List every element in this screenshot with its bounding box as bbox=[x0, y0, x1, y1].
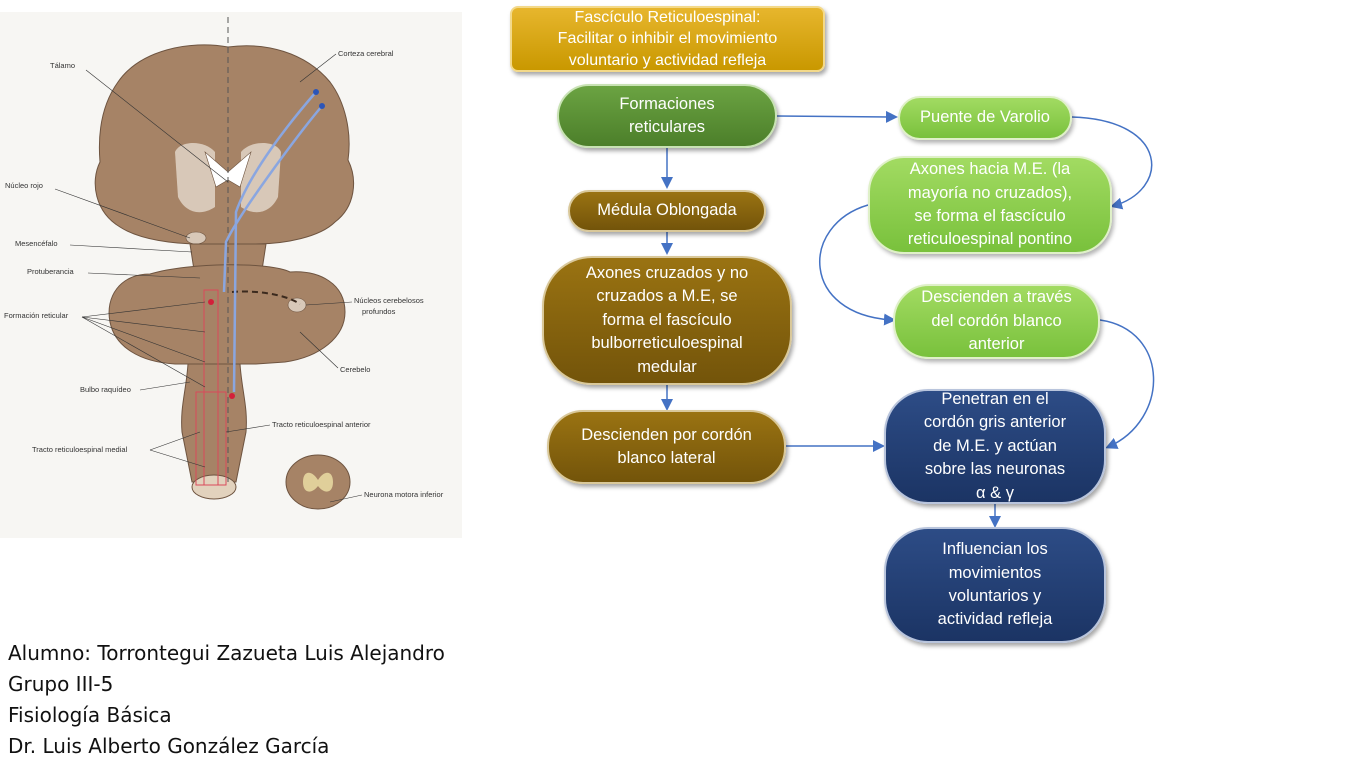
leader-line bbox=[299, 53, 337, 83]
materia-text: Fisiología Básica bbox=[8, 703, 172, 727]
cortical-tract-2 bbox=[222, 105, 323, 293]
medulla-cord-shape bbox=[181, 363, 247, 483]
label-neurona-motora: Neurona motora inferior bbox=[364, 490, 444, 499]
label-nucleos-profundos: profundos bbox=[362, 307, 396, 316]
neuron-dot bbox=[208, 299, 214, 305]
leader-line bbox=[69, 244, 193, 253]
label-cerebelo: Cerebelo bbox=[340, 365, 370, 374]
thalamus-shape bbox=[175, 143, 215, 213]
leader-line bbox=[139, 381, 191, 391]
descienden-lateral-box: Descienden por cordón blanco lateral bbox=[547, 410, 786, 484]
leader-line bbox=[329, 494, 363, 503]
leader-line bbox=[305, 301, 353, 306]
influencian-box: Influencian los movimientos voluntarios … bbox=[884, 527, 1106, 643]
thalamus-shape-right bbox=[241, 143, 281, 213]
leader-line bbox=[81, 316, 206, 363]
label-corteza: Corteza cerebral bbox=[338, 49, 394, 58]
cerebellar-dash bbox=[231, 290, 301, 305]
descienden-anterior-box: Descienden a través del cordón blanco an… bbox=[893, 284, 1100, 359]
label-bulbo: Bulbo raquídeo bbox=[80, 385, 131, 394]
label-mesencefalo: Mesencéfalo bbox=[15, 239, 58, 248]
neuron-dot bbox=[319, 103, 325, 109]
leader-line bbox=[149, 431, 201, 451]
puente-varolio-box: Puente de Varolio bbox=[898, 96, 1072, 140]
alumno-text: Alumno: Torrontegui Zazueta Luis Alejand… bbox=[8, 641, 445, 665]
axones-cruzados-box: Axones cruzados y no cruzados a M.E, se … bbox=[542, 256, 792, 385]
label-tracto-anterior: Tracto reticuloespinal anterior bbox=[272, 420, 371, 429]
leader-line bbox=[81, 316, 206, 333]
leader-line bbox=[225, 424, 271, 433]
label-protuberancia: Protuberancia bbox=[27, 267, 75, 276]
leader-line bbox=[54, 188, 191, 239]
arrow-anterior-penetran bbox=[1099, 319, 1155, 449]
pons-cerebellum-shape bbox=[108, 264, 346, 365]
neuron-dot bbox=[313, 89, 319, 95]
leader-line bbox=[299, 331, 339, 369]
brain-spinal-cord-diagram: Tálamo Corteza cerebral Núcleo rojo Mese… bbox=[4, 17, 444, 510]
neuron-dot bbox=[229, 393, 235, 399]
cerebrum-shape bbox=[94, 44, 355, 245]
leader-line bbox=[85, 69, 229, 183]
tract-anterior bbox=[195, 391, 227, 486]
profesor-text: Dr. Luis Alberto González García bbox=[8, 734, 330, 758]
grupo-text: Grupo III-5 bbox=[8, 672, 114, 696]
leader-line bbox=[87, 272, 201, 279]
anatomy-figure: Tálamo Corteza cerebral Núcleo rojo Mese… bbox=[0, 12, 462, 538]
penetran-box: Penetran en el cordón gris anterior de M… bbox=[884, 389, 1106, 504]
label-formacion-reticular: Formación reticular bbox=[4, 311, 69, 320]
deep-cerebellar-nuclei-shape bbox=[287, 297, 307, 313]
label-nucleo-rojo: Núcleo rojo bbox=[5, 181, 43, 190]
medula-oblongada-box: Médula Oblongada bbox=[568, 190, 766, 232]
label-nucleos-cerebelosos: Núcleos cerebelosos bbox=[354, 296, 424, 305]
grey-matter bbox=[303, 472, 333, 492]
label-tracto-medial: Tracto reticuloespinal medial bbox=[32, 445, 128, 454]
leader-line bbox=[149, 449, 206, 468]
cortical-tract bbox=[232, 91, 317, 393]
leader-line bbox=[81, 316, 206, 388]
title-box: Fascículo Reticuloespinal: Facilitar o i… bbox=[510, 6, 825, 72]
leader-line bbox=[81, 301, 206, 318]
axones-hacia-box: Axones hacia M.E. (la mayoría no cruzado… bbox=[868, 156, 1112, 254]
red-nucleus-shape bbox=[185, 231, 207, 245]
author-info: Alumno: Torrontegui Zazueta Luis Alejand… bbox=[8, 638, 445, 762]
arrow-formaciones-puente bbox=[776, 110, 898, 123]
formaciones-reticulares-box: Formaciones reticulares bbox=[557, 84, 777, 148]
label-talamo: Tálamo bbox=[50, 61, 75, 70]
cord-section-shape bbox=[191, 474, 237, 500]
